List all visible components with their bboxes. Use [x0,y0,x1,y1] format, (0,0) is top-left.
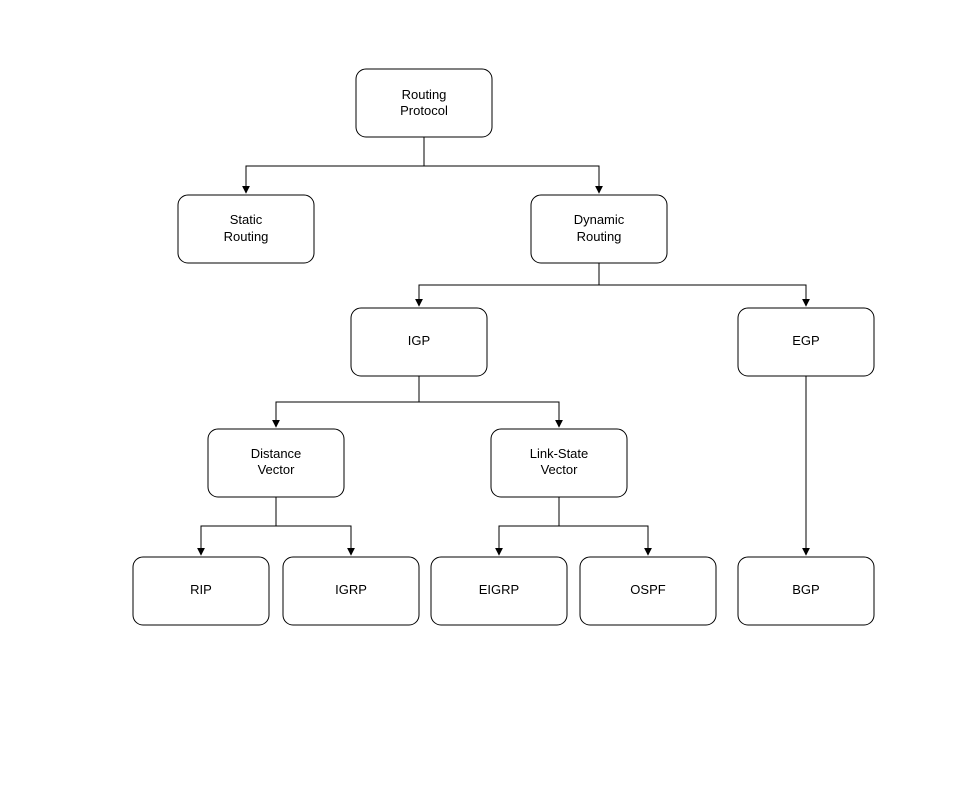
node-rip: RIP [132,556,270,626]
node-bgp-label: BGP [792,582,819,597]
node-igp-label: IGP [408,333,430,348]
node-bgp: BGP [737,556,875,626]
node-distance-vector-line2: Vector [258,462,296,477]
node-igrp-label: IGRP [335,582,367,597]
node-distance-vector-line1: Distance [251,446,302,461]
node-routing-protocol-line2: Protocol [400,103,448,118]
edge-dynamic-routing-to-igp [415,263,600,307]
node-static-routing-line1: Static [230,212,263,227]
node-igrp: IGRP [282,556,420,626]
edge-link-state-vector-to-eigrp [495,497,560,556]
node-egp-label: EGP [792,333,819,348]
node-egp: EGP [737,307,875,377]
node-eigrp: EIGRP [430,556,568,626]
node-ospf: OSPF [579,556,717,626]
edge-distance-vector-to-rip [197,497,277,556]
node-routing-protocol: Routing Protocol [355,68,493,138]
edge-igp-to-distance-vector [272,376,420,428]
node-static-routing-line2: Routing [224,229,269,244]
edge-igp-to-link-state-vector [419,401,563,428]
node-link-state-vector-line2: Vector [541,462,579,477]
edges [197,137,810,556]
node-dynamic-routing-line1: Dynamic [574,212,625,227]
node-eigrp-label: EIGRP [479,582,519,597]
node-static-routing: Static Routing [177,194,315,264]
node-igp: IGP [350,307,488,377]
node-link-state-vector: Link-State Vector [490,428,628,498]
edge-distance-vector-to-igrp [276,525,355,556]
node-distance-vector: Distance Vector [207,428,345,498]
edge-dynamic-routing-to-egp [599,284,810,307]
node-rip-label: RIP [190,582,212,597]
node-dynamic-routing-line2: Routing [577,229,622,244]
node-routing-protocol-line1: Routing [402,87,447,102]
edge-routing-protocol-to-static-routing [242,137,425,194]
node-dynamic-routing: Dynamic Routing [530,194,668,264]
node-link-state-vector-line1: Link-State [530,446,589,461]
nodes: Routing Protocol Static Routing Dynamic … [132,68,875,626]
node-ospf-label: OSPF [630,582,665,597]
edge-link-state-vector-to-ospf [559,525,652,556]
edge-routing-protocol-to-dynamic-routing [424,165,603,194]
